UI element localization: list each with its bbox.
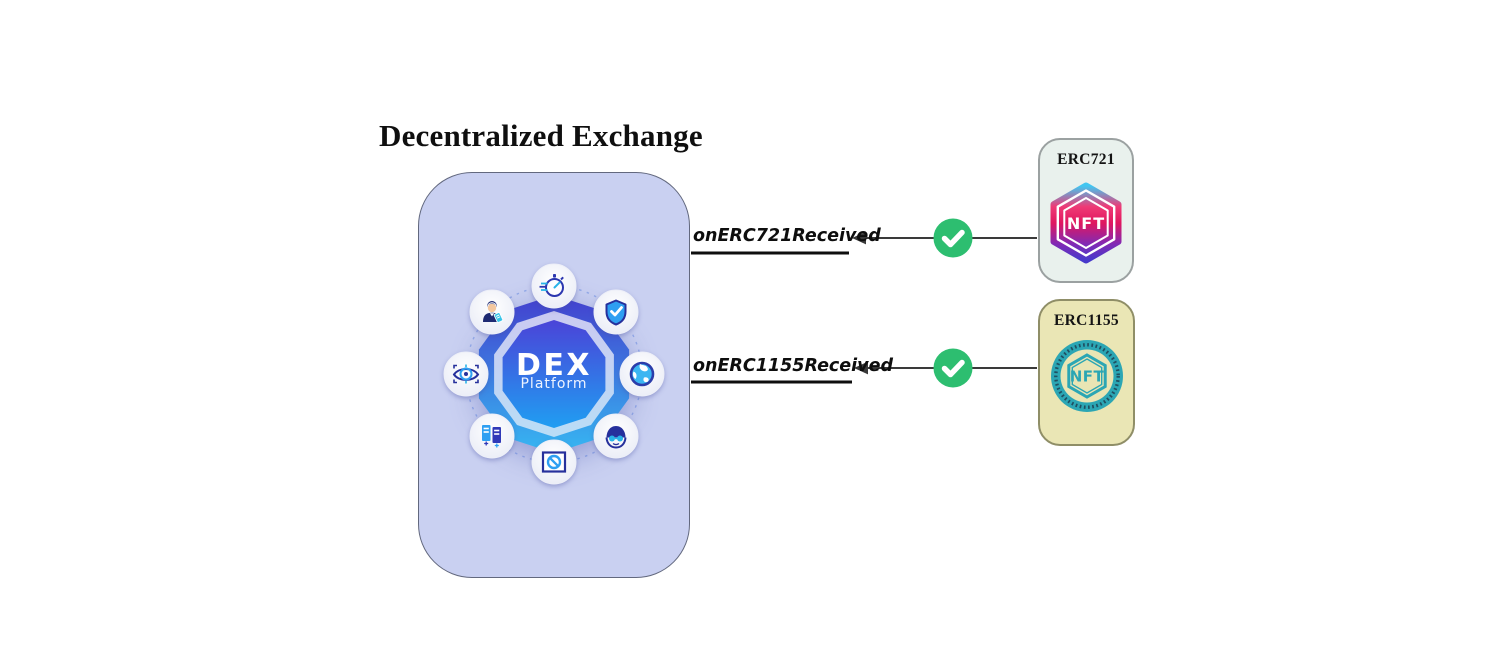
node-erc721-badge: NFT [1067,214,1105,233]
globe-icon [619,351,665,397]
nft-seal-icon: NFT [1050,340,1123,412]
node-erc1155-badge: NFT [1069,368,1104,386]
dex-emblem-title: DEX [516,348,592,383]
edge-label-onerc721received: onERC721Received [693,226,881,246]
target-eye-icon [443,351,489,397]
nft-hexagon-icon: NFT [1050,182,1122,264]
edge-label-onerc1155received: onERC1155Received [693,356,893,376]
dex-emblem-subtitle: Platform [520,376,587,392]
check-circle-icon [933,218,973,258]
server-icon [469,413,515,459]
timer-icon [531,263,577,309]
node-erc721: ERC721 NFT [1038,138,1134,283]
check-circle-icon [933,348,973,388]
trader-icon [469,289,515,335]
shield-check-icon [593,289,639,335]
ban-icon [531,439,577,485]
diagram-title: Decentralized Exchange [379,118,703,153]
hacker-icon [593,413,639,459]
node-erc721-label: ERC721 [1057,151,1115,168]
dex-emblem-polygons [478,295,630,453]
node-erc1155: ERC1155 NFT [1038,299,1135,446]
dex-platform-box: DEX Platform [418,172,690,578]
dex-emblem: DEX Platform [443,263,665,485]
node-erc1155-label: ERC1155 [1054,312,1119,329]
